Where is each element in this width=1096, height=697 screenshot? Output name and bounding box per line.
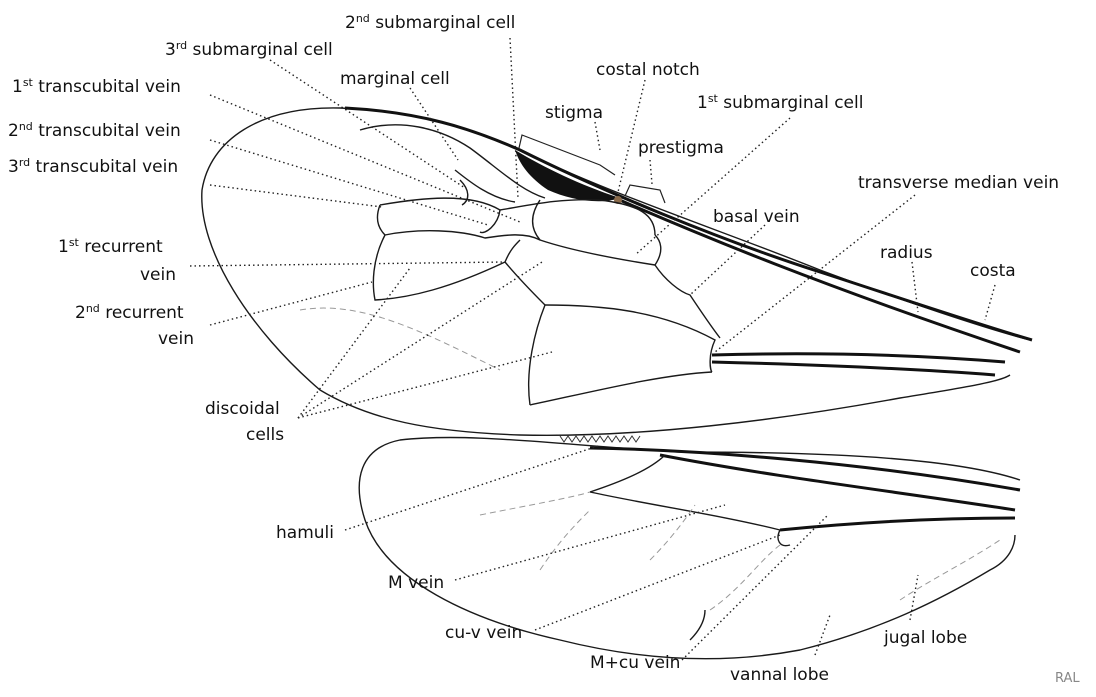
- stigma-shape: [515, 150, 620, 202]
- jugal-dots: [899, 539, 1001, 601]
- leader-transcubital-1: [209, 94, 521, 223]
- hindwing-faint-1: [479, 491, 591, 516]
- label-jugal-lobe: jugal lobe: [883, 628, 967, 648]
- leader-m-cu-vein: [681, 514, 829, 661]
- stigma-bracket: [518, 134, 616, 176]
- basal-vein-line: [654, 264, 721, 339]
- marginal-cell-vein: [359, 124, 546, 199]
- label-transcubital-3: 3rd transcubital vein: [8, 156, 178, 177]
- transcubital-1: [479, 209, 501, 234]
- leader-m-vein: [454, 504, 726, 581]
- label-marginal-cell: marginal cell: [340, 69, 450, 89]
- leader-recurrent-1: [189, 261, 506, 267]
- signature-mark: RAL: [1055, 671, 1080, 686]
- forewing: [201, 106, 1033, 436]
- label-transcubital-1: 1st transcubital vein: [12, 76, 181, 97]
- forewing-outline: [201, 107, 1031, 436]
- leader-submarginal-1: [634, 117, 791, 256]
- hindwing-faint-2: [539, 509, 591, 571]
- label-recurrent-1: 1st recurrent: [58, 236, 163, 257]
- hindwing-radius: [659, 453, 1016, 512]
- leader-transverse-median: [714, 194, 916, 353]
- leader-transcubital-2: [209, 139, 489, 226]
- transcubital-3: [376, 204, 386, 236]
- discoidal-cell-3: [544, 304, 716, 373]
- hindwing-vein-upper: [589, 454, 666, 493]
- label-cu-v-vein: cu-v vein: [445, 623, 522, 643]
- leader-cu-v-vein: [534, 534, 781, 631]
- label-prestigma: prestigma: [638, 138, 724, 158]
- label-transverse-median: transverse median vein: [858, 173, 1059, 193]
- leader-hamuli: [344, 445, 599, 531]
- hamuli-teeth: [559, 435, 641, 443]
- leader-submarginal-3: [269, 59, 466, 189]
- label-radius: radius: [880, 243, 933, 263]
- forewing-faint-vein: [299, 307, 501, 371]
- second-submarginal: [384, 230, 541, 241]
- leader-marginal-cell: [409, 87, 459, 161]
- leader-submarginal-2: [509, 37, 519, 199]
- hindwing: [358, 435, 1021, 660]
- leader-jugal-lobe: [909, 574, 919, 621]
- label-cells: cells: [246, 425, 284, 445]
- labels: 2nd submarginal cell 3rd submarginal cel…: [8, 12, 1080, 686]
- transcubital-2: [459, 179, 469, 206]
- lower-discoidal: [529, 371, 713, 406]
- discoidal-cell-1: [372, 234, 521, 301]
- label-transcubital-2: 2nd transcubital vein: [8, 120, 181, 141]
- label-recurrent-2-line2: vein: [158, 329, 194, 349]
- label-basal-vein: basal vein: [713, 207, 800, 227]
- label-m-vein: M vein: [388, 573, 444, 593]
- label-discoidal: discoidal: [205, 399, 280, 419]
- hindwing-costa: [589, 446, 1021, 492]
- costa-vein: [344, 106, 1033, 342]
- label-m-cu-vein: M+cu vein: [590, 653, 680, 673]
- cubitus-vein: [711, 360, 996, 377]
- hindwing-vein-mid: [589, 491, 791, 547]
- leader-radius: [911, 261, 919, 313]
- label-costal-notch: costal notch: [596, 60, 700, 80]
- label-submarginal-1: 1st submarginal cell: [697, 92, 863, 113]
- hindwing-mcu: [689, 609, 706, 641]
- hindwing-faint-3: [649, 504, 696, 561]
- label-submarginal-3: 3rd submarginal cell: [165, 39, 333, 60]
- media-vein: [711, 352, 1006, 364]
- leader-transcubital-3: [209, 184, 383, 208]
- leader-recurrent-2: [209, 281, 373, 326]
- leader-stigma: [594, 121, 601, 151]
- hindwing-faint-4: [709, 544, 781, 611]
- leader-lines: [189, 37, 996, 661]
- label-recurrent-2: 2nd recurrent: [75, 302, 184, 323]
- leader-discoidal-3: [297, 351, 553, 419]
- label-hamuli: hamuli: [276, 523, 334, 543]
- label-recurrent-1-line2: vein: [140, 265, 176, 285]
- submarginal-cells-vein: [379, 197, 656, 236]
- discoidal-cell-2: [504, 261, 546, 406]
- label-submarginal-2: 2nd submarginal cell: [345, 12, 515, 33]
- label-costa: costa: [970, 261, 1016, 281]
- prestigma-bracket: [624, 184, 666, 204]
- leader-costal-notch: [617, 79, 646, 193]
- leader-discoidal-2: [297, 261, 543, 419]
- hindwing-media: [779, 516, 1016, 532]
- leader-vannal-lobe: [814, 614, 831, 656]
- label-stigma: stigma: [545, 103, 603, 123]
- label-vannal-lobe: vannal lobe: [730, 665, 829, 685]
- first-submarginal: [531, 199, 662, 266]
- leader-prestigma: [649, 159, 653, 185]
- marginal-cell-inner: [454, 169, 516, 203]
- leader-costa: [984, 284, 996, 321]
- leader-discoidal-1: [297, 267, 411, 419]
- radius-vein: [614, 196, 1021, 354]
